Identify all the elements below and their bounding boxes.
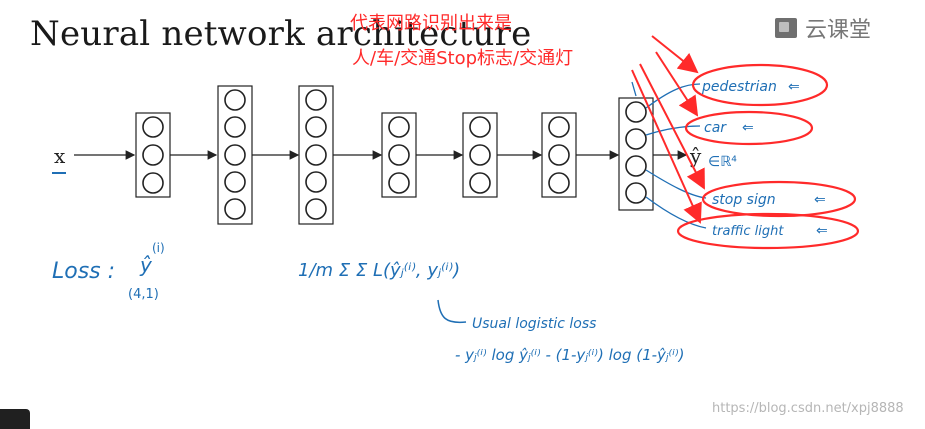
- red-annotation-line1: 代表网路识别出来是: [350, 13, 512, 34]
- node: [142, 172, 164, 194]
- rk-annotation: ∈ℝ⁴: [708, 154, 737, 170]
- input-x-label: x: [54, 144, 66, 168]
- red-circle-traffic-light: [676, 212, 860, 250]
- loss-label: Loss :: [52, 259, 115, 284]
- label-traffic-light: traffic light: [712, 224, 784, 239]
- loss-dimension: (4,1): [128, 287, 159, 302]
- usual-loss-arrow: [437, 299, 467, 324]
- label-car: car: [704, 120, 727, 136]
- layer-6: [541, 112, 577, 198]
- layer-5: [462, 112, 498, 198]
- node: [142, 144, 164, 166]
- node: [548, 172, 570, 194]
- node: [388, 116, 410, 138]
- node: [305, 116, 327, 138]
- label-pedestrian: pedestrian: [701, 79, 777, 95]
- node: [469, 116, 491, 138]
- sum-formula: 1/m Σ Σ L(ŷⱼ⁽ⁱ⁾, yⱼ⁽ⁱ⁾): [298, 260, 460, 281]
- node: [224, 89, 246, 111]
- brand-watermark: 云课堂: [775, 12, 871, 44]
- node: [625, 128, 647, 150]
- red-arrow-pedestrian: [651, 35, 699, 74]
- slide-title: Neural network architecture: [30, 14, 532, 54]
- node: [625, 155, 647, 177]
- node: [625, 101, 647, 123]
- usual-logistic-loss-label: Usual logistic loss: [472, 316, 596, 332]
- arrow-left-icon: ⇐: [742, 120, 754, 136]
- blog-url-watermark: https://blog.csdn.net/xpj8888: [712, 401, 904, 416]
- output-layer: [618, 97, 654, 211]
- layer-2: [217, 85, 253, 225]
- red-arrow-stop-sign: [639, 63, 705, 190]
- loss-yhat: ŷ: [139, 253, 153, 277]
- red-arrow-car: [655, 51, 699, 117]
- red-arrow-traffic-light: [631, 69, 702, 224]
- node: [305, 198, 327, 220]
- label-stop-sign: stop sign: [712, 192, 776, 208]
- loss-yhat-superscript: (i): [152, 241, 165, 255]
- node: [469, 172, 491, 194]
- red-circle-pedestrian: [691, 63, 829, 107]
- arrow-left-icon: ⇐: [816, 223, 828, 239]
- connector-pedestrian: [645, 83, 701, 109]
- node: [305, 171, 327, 193]
- logistic-loss-formula: - yⱼ⁽ⁱ⁾ log ŷⱼ⁽ⁱ⁾ - (1-yⱼ⁽ⁱ⁾) log (1-ŷⱼ⁽…: [455, 346, 684, 364]
- connector-car: [645, 125, 701, 136]
- layer-3: [298, 85, 334, 225]
- node: [224, 198, 246, 220]
- cloud-classroom-icon: [775, 18, 797, 38]
- node: [305, 89, 327, 111]
- node: [224, 171, 246, 193]
- node: [305, 144, 327, 166]
- arrow-left-icon: ⇐: [814, 192, 826, 208]
- connector-stop-sign: [645, 169, 707, 199]
- connector-tick: [631, 81, 637, 97]
- node: [224, 144, 246, 166]
- red-circle-stop-sign: [701, 180, 857, 218]
- red-circle-car: [684, 110, 814, 146]
- connector-traffic-light: [645, 196, 707, 229]
- brand-name: 云课堂: [805, 18, 872, 43]
- red-annotation-line2: 人/车/交通Stop标志/交通灯: [352, 48, 574, 69]
- node: [388, 144, 410, 166]
- layer-1: [135, 112, 171, 198]
- output-yhat-label: ŷ: [689, 144, 702, 168]
- arrow-left-icon: ⇐: [788, 79, 800, 95]
- node: [142, 116, 164, 138]
- node: [625, 182, 647, 204]
- node: [224, 116, 246, 138]
- corner-dark-tab: [0, 409, 30, 429]
- node: [469, 144, 491, 166]
- node: [548, 116, 570, 138]
- layer-4: [381, 112, 417, 198]
- node: [548, 144, 570, 166]
- node: [388, 172, 410, 194]
